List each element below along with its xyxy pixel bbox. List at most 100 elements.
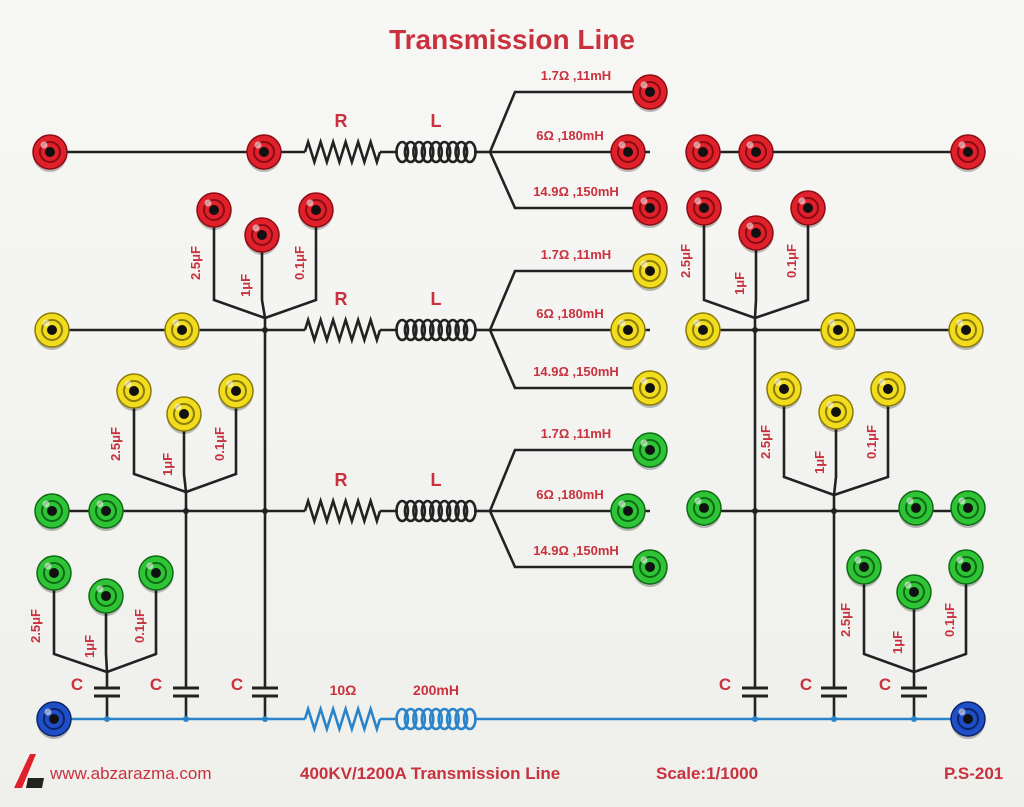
jack-cap-left-green-3[interactable] (138, 555, 174, 593)
wire (702, 224, 756, 320)
capacitor-label-1: C (71, 675, 83, 694)
jack-load-yellow-2[interactable] (610, 312, 646, 350)
cap-label-0.1uF: 0.1μF (784, 244, 799, 278)
capacitor-left-green (94, 686, 120, 698)
jack-load-red-2[interactable] (610, 134, 646, 172)
jack-yellow-source[interactable] (34, 312, 70, 350)
wire (132, 407, 187, 494)
load-label-3: 14.9Ω ,150mH (533, 543, 619, 558)
model-text: P.S-201 (944, 764, 1004, 783)
jack-yellow-recv-1[interactable] (685, 312, 721, 350)
wire (104, 612, 109, 673)
cap-label-1uF: 1μF (890, 631, 905, 654)
jack-cap-left-red-3[interactable] (298, 192, 334, 230)
inductor-label: L (431, 111, 442, 131)
wire (488, 329, 650, 390)
jack-yellow-recv-2[interactable] (820, 312, 856, 350)
jack-green-recv-2[interactable] (898, 490, 934, 528)
wire (913, 583, 968, 674)
load-label-1: 1.7Ω ,11mH (541, 68, 611, 83)
jack-load-red-1[interactable] (632, 74, 668, 112)
wire (212, 226, 266, 320)
jack-cap-left-red-1[interactable] (196, 192, 232, 230)
resistor-label: R (335, 111, 348, 131)
jack-red-source[interactable] (32, 134, 68, 172)
inductor-green (395, 499, 477, 523)
capacitor-right-yellow (821, 686, 847, 698)
description-text: 400KV/1200A Transmission Line (300, 764, 561, 783)
wire (185, 407, 238, 494)
wire (832, 428, 838, 496)
resistor-yellow (303, 315, 382, 345)
wire (782, 405, 835, 497)
jack-cap-right-yellow-3[interactable] (870, 371, 906, 409)
neutral-inductor-label: 200mH (413, 682, 459, 698)
resistor-red (303, 137, 382, 167)
jack-cap-left-green-2[interactable] (88, 578, 124, 616)
wire (754, 224, 810, 320)
wire (488, 269, 650, 331)
capacitor-label-5: C (800, 675, 812, 694)
jack-green-recv-1[interactable] (686, 490, 722, 528)
cap-label-2.5uF: 2.5μF (838, 603, 853, 637)
jack-red-send[interactable] (246, 134, 282, 172)
wire (182, 430, 188, 493)
website-text: www.abzarazma.com (50, 764, 212, 783)
jack-cap-left-yellow-3[interactable] (218, 373, 254, 411)
load-label-2: 6Ω ,180mH (536, 128, 604, 143)
wire (833, 405, 890, 497)
capacitor-left-red (252, 686, 278, 698)
jack-yellow-recv-3[interactable] (948, 312, 984, 350)
jack-cap-right-red-3[interactable] (790, 190, 826, 228)
jack-cap-right-green-3[interactable] (948, 549, 984, 587)
jack-load-green-1[interactable] (632, 432, 668, 470)
neutral-resistor-label: 10Ω (330, 682, 357, 698)
jack-load-red-3[interactable] (632, 190, 668, 228)
jack-cap-right-green-1[interactable] (846, 549, 882, 587)
inductor-label: L (431, 289, 442, 309)
jack-green-send[interactable] (88, 493, 124, 531)
jack-cap-right-yellow-1[interactable] (766, 371, 802, 409)
cap-label-2.5uF: 2.5μF (678, 244, 693, 278)
jack-cap-right-red-2[interactable] (738, 215, 774, 253)
cap-label-0.1uF: 0.1μF (132, 609, 147, 643)
jack-load-yellow-1[interactable] (632, 253, 668, 291)
jack-yellow-send[interactable] (164, 312, 200, 350)
jack-neutral-right[interactable] (950, 701, 986, 739)
jack-cap-left-yellow-1[interactable] (116, 373, 152, 411)
cap-label-0.1uF: 0.1μF (292, 246, 307, 280)
jack-load-green-3[interactable] (632, 549, 668, 587)
jack-green-source[interactable] (34, 493, 70, 531)
jack-cap-right-yellow-2[interactable] (818, 394, 854, 432)
load-label-1: 1.7Ω ,11mH (541, 247, 611, 262)
capacitor-right-green (901, 686, 927, 698)
load-label-2: 6Ω ,180mH (536, 306, 604, 321)
resistor-label: R (335, 289, 348, 309)
inductor-yellow (395, 318, 477, 342)
jack-cap-left-yellow-2[interactable] (166, 396, 202, 434)
jack-neutral-left[interactable] (36, 701, 72, 739)
jack-cap-left-green-1[interactable] (36, 555, 72, 593)
resistor-label: R (335, 470, 348, 490)
brand-logo (14, 754, 44, 788)
cap-label-2.5uF: 2.5μF (188, 246, 203, 280)
wire (488, 448, 650, 512)
jack-cap-left-red-2[interactable] (244, 217, 280, 255)
neutral-resistor (303, 704, 382, 734)
wire (488, 90, 650, 153)
jack-load-green-2[interactable] (610, 493, 646, 531)
jack-load-yellow-3[interactable] (632, 370, 668, 408)
jack-cap-right-green-2[interactable] (896, 574, 932, 612)
jack-cap-right-red-1[interactable] (686, 190, 722, 228)
jack-red-recv-3[interactable] (950, 134, 986, 172)
jack-red-recv-1[interactable] (685, 134, 721, 172)
load-label-3: 14.9Ω ,150mH (533, 184, 619, 199)
wire (753, 249, 758, 319)
cap-label-2.5uF: 2.5μF (108, 427, 123, 461)
resistor-green (303, 496, 382, 526)
jack-red-recv-2[interactable] (738, 134, 774, 172)
wire (264, 226, 318, 320)
jack-green-recv-3[interactable] (950, 490, 986, 528)
capacitor-label-3: C (231, 675, 243, 694)
